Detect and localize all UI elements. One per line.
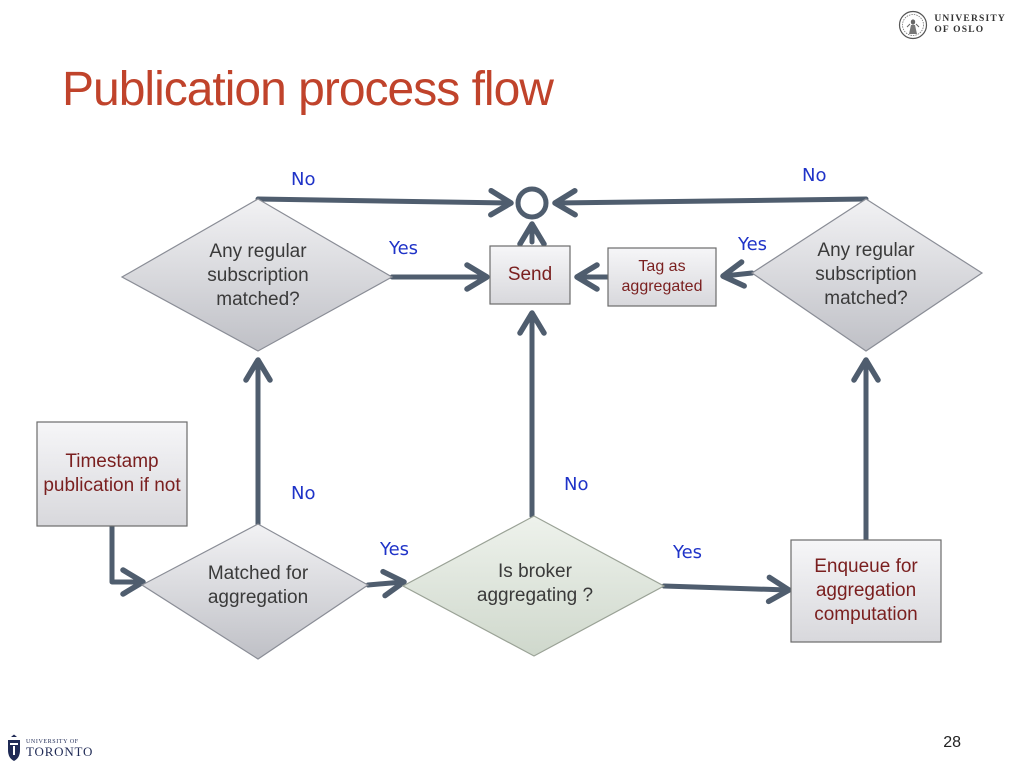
enqueue-node-label: Enqueue for aggregation computation <box>814 555 918 626</box>
regular-left-label: Any regular subscription matched? <box>207 240 309 311</box>
box-tag-aggregated <box>607 247 717 307</box>
send-node-label: Send <box>507 263 553 285</box>
edge-label-no-top-right: No <box>802 165 827 186</box>
edge-label-no-broker-up: No <box>564 474 589 495</box>
oslo-wordmark-line2: OF OSLO <box>934 25 985 35</box>
page-number: 28 <box>943 734 961 751</box>
regular-right-label: Any regular subscription matched? <box>815 239 917 310</box>
timestamp-node-label: Timestamp publication if not <box>43 450 181 496</box>
arrow-regular-right-to-tag <box>720 259 755 289</box>
oslo-wordmark: UNIVERSITY OF OSLO <box>934 14 1006 36</box>
decision-regular-right <box>750 198 984 352</box>
edge-label-yes-right-to-tag: Yes <box>738 234 768 255</box>
edge-label-yes-broker-to-enqueue: Yes <box>673 542 703 563</box>
toronto-crest-icon <box>8 734 20 761</box>
edge-label-yes-matched-to-broker: Yes <box>380 539 410 560</box>
tag-aggregated-label: Tag as aggregated <box>621 257 703 295</box>
toronto-wordmark: UNIVERSITY OF TORONTO <box>26 739 93 758</box>
decision-broker-aggregating <box>401 515 666 657</box>
arrow-broker-to-enqueue <box>661 574 792 605</box>
oslo-wordmark-line1: UNIVERSITY <box>934 14 1006 24</box>
arrow-regular-right-to-end <box>552 188 869 218</box>
edge-label-no-matched-up: No <box>291 483 316 504</box>
terminator-node <box>515 186 549 220</box>
box-timestamp <box>36 421 188 527</box>
box-send <box>489 245 571 305</box>
decision-regular-left <box>120 198 394 352</box>
university-of-toronto-logo: UNIVERSITY OF TORONTO <box>6 732 93 764</box>
arrow-matched-to-broker <box>365 568 407 599</box>
arrow-timestamp-to-matched <box>109 523 146 597</box>
toronto-wordmark-line1: UNIVERSITY OF <box>26 738 79 745</box>
arrow-regular-left-to-end <box>255 187 514 218</box>
matched-for-aggregation-label: Matched for aggregation <box>207 562 309 608</box>
edge-label-no-top-left: No <box>291 169 316 190</box>
decision-matched-for-aggregation <box>140 523 370 660</box>
slide-title: Publication process flow <box>62 63 554 116</box>
edge-label-yes-left-to-send: Yes <box>389 238 419 259</box>
toronto-wordmark-line2: TORONTO <box>26 743 94 759</box>
broker-aggregating-label: Is broker aggregating ? <box>476 560 594 606</box>
box-enqueue <box>790 539 942 643</box>
university-of-oslo-logo: UNIVERSITY OF OSLO <box>898 8 1006 42</box>
oslo-seal-icon <box>899 10 928 40</box>
